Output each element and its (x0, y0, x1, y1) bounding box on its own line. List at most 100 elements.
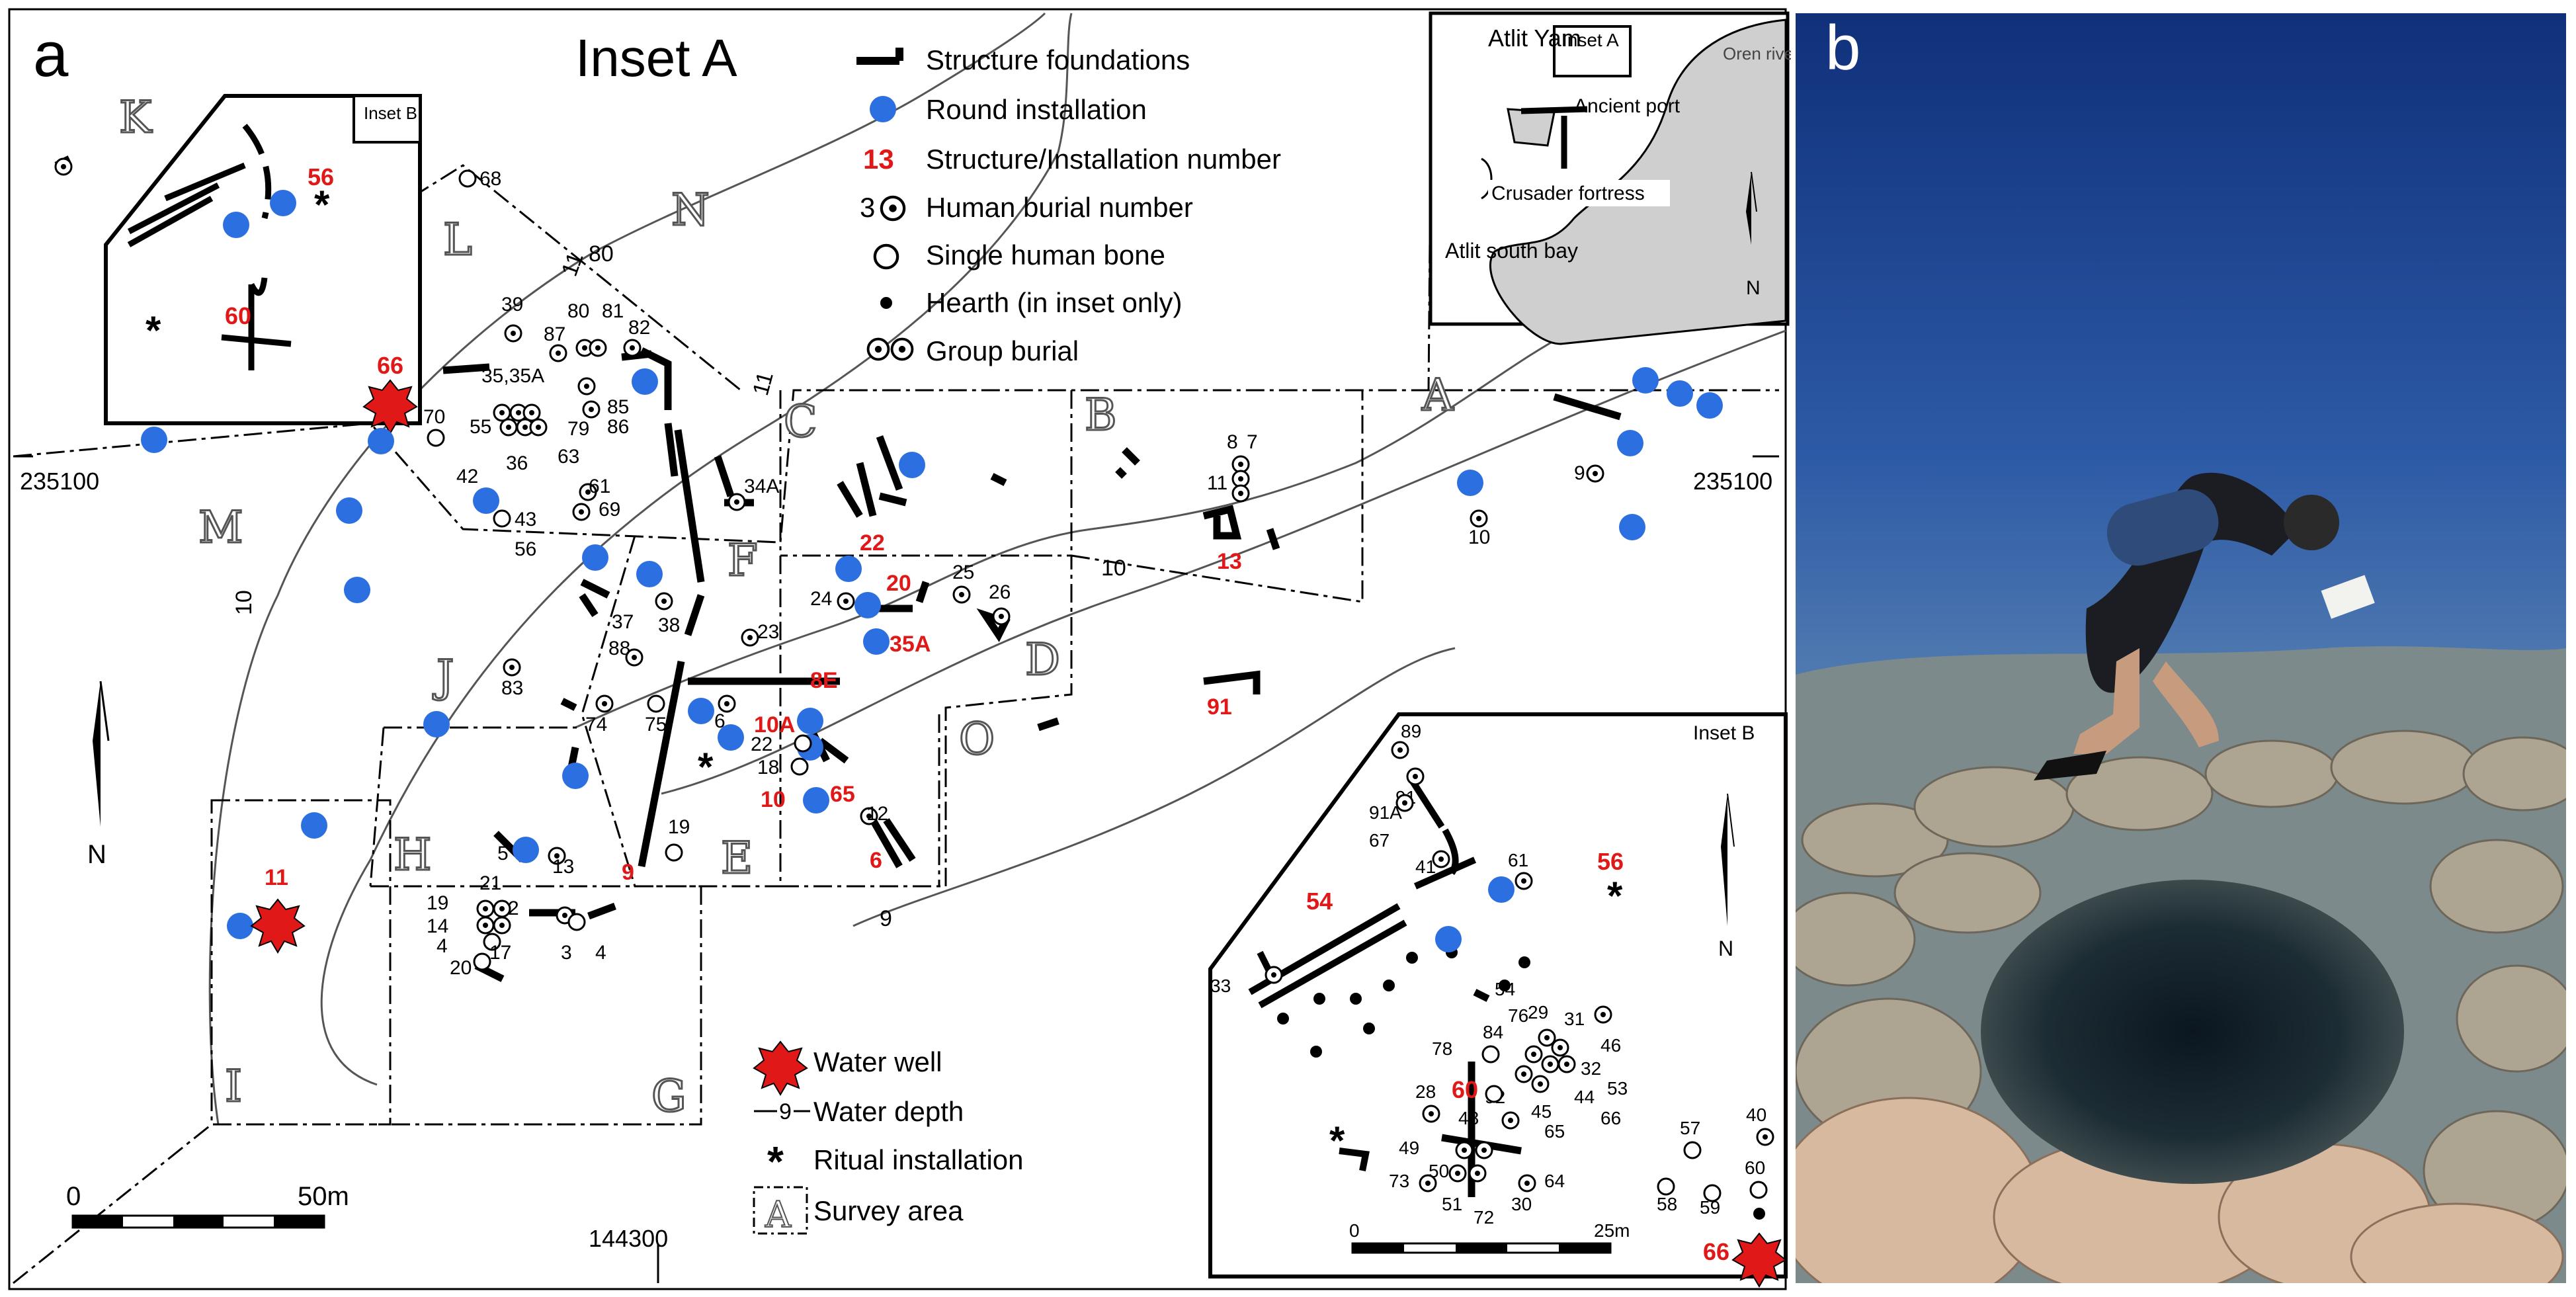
svg-text:10A: 10A (754, 712, 795, 737)
svg-text:56: 56 (1597, 848, 1624, 875)
svg-text:Single human bone: Single human bone (926, 239, 1165, 271)
svg-text:88: 88 (608, 638, 630, 659)
area-M: M (198, 502, 243, 553)
svg-text:30: 30 (1511, 1194, 1532, 1214)
svg-text:80: 80 (567, 300, 589, 322)
svg-text:*: * (1329, 1118, 1345, 1163)
svg-text:74: 74 (585, 714, 607, 735)
svg-text:Ancient port: Ancient port (1574, 95, 1681, 117)
svg-text:8: 8 (1227, 431, 1238, 453)
svg-text:36: 36 (506, 452, 528, 474)
svg-text:79: 79 (567, 418, 589, 440)
svg-text:67: 67 (1369, 830, 1390, 851)
svg-text:*: * (314, 183, 330, 227)
svg-text:Human burial number: Human burial number (926, 192, 1193, 223)
well-11 (250, 898, 306, 954)
lower-legend: Water well 9 Water depth * Ritual instal… (753, 1040, 1024, 1236)
round-installations (141, 367, 1723, 939)
area-H: H (394, 829, 432, 880)
ritual-installation-main: * (698, 745, 714, 789)
legend-bone-symbol (875, 245, 897, 268)
svg-text:73: 73 (1389, 1171, 1409, 1191)
area-C: C (784, 396, 817, 447)
structure-numbers: 13 22 20 35A 8E 91 10A 10 65 6 9 11 (265, 530, 1242, 890)
svg-text:78: 78 (1432, 1038, 1452, 1059)
area-K: K (119, 92, 153, 143)
scale-bar-a: 0 50m (66, 1182, 349, 1229)
svg-text:66: 66 (1703, 1238, 1729, 1265)
svg-text:43: 43 (515, 509, 536, 530)
svg-text:49: 49 (1399, 1138, 1419, 1158)
svg-text:83: 83 (501, 677, 523, 699)
svg-text:32: 32 (1581, 1058, 1601, 1079)
svg-text:144300: 144300 (589, 1225, 668, 1252)
structure-foundations (54, 155, 1622, 982)
svg-text:Structure foundations: Structure foundations (926, 44, 1190, 75)
svg-text:60: 60 (1745, 1157, 1765, 1178)
svg-text:13: 13 (552, 856, 574, 878)
svg-text:3: 3 (561, 942, 572, 964)
svg-text:Survey area: Survey area (813, 1195, 964, 1226)
svg-text:10: 10 (761, 787, 786, 812)
svg-text:58: 58 (1657, 1194, 1677, 1214)
svg-text:66: 66 (377, 352, 403, 379)
svg-text:24: 24 (810, 588, 832, 610)
svg-text:35,35A: 35,35A (481, 365, 544, 387)
svg-text:14: 14 (427, 915, 448, 937)
svg-text:Hearth (in inset only): Hearth (in inset only) (926, 287, 1183, 318)
svg-text:29: 29 (1528, 1002, 1548, 1023)
svg-text:37: 37 (612, 611, 634, 633)
area-D: D (1025, 634, 1060, 685)
svg-text:21: 21 (479, 872, 501, 894)
svg-text:11: 11 (265, 865, 288, 890)
svg-text:235100: 235100 (20, 468, 99, 495)
inset-a-title: Inset A (575, 28, 737, 87)
area-I: I (225, 1061, 242, 1112)
svg-text:31: 31 (1564, 1009, 1585, 1029)
legend-ritual-symbol: * (767, 1138, 784, 1185)
panel-a-letter: a (33, 19, 69, 90)
legend-hearth-symbol (880, 297, 892, 309)
burial-numbers: 68 39 80 81 87 82 35,35A 70 55 42 36 63 … (423, 168, 1585, 979)
svg-text:60: 60 (1452, 1076, 1478, 1103)
svg-text:22: 22 (751, 733, 772, 755)
svg-text:Inset B: Inset B (1693, 722, 1755, 744)
area-N: N (671, 185, 710, 235)
svg-text:6: 6 (714, 710, 726, 732)
svg-text:10: 10 (1101, 556, 1126, 581)
svg-text:63: 63 (558, 446, 579, 468)
svg-text:12: 12 (866, 803, 888, 825)
svg-text:20: 20 (450, 957, 472, 979)
svg-text:13: 13 (863, 144, 894, 175)
area-F: F (727, 535, 758, 586)
svg-text:89: 89 (1401, 721, 1421, 741)
svg-text:68: 68 (479, 168, 501, 190)
svg-text:33: 33 (1210, 976, 1231, 996)
svg-text:Group burial: Group burial (926, 335, 1079, 366)
svg-text:23: 23 (757, 621, 779, 643)
location-inset: Inset A Atlit Yam Oren river Ancient por… (1429, 11, 1791, 345)
svg-text:N: N (87, 840, 106, 869)
survey-area-letters: A B C D E F G H I J K L M N O (118, 91, 1456, 1123)
area-E: E (721, 833, 753, 884)
svg-text:56: 56 (515, 538, 536, 560)
svg-text:20: 20 (886, 571, 911, 596)
svg-text:66: 66 (1600, 1108, 1621, 1128)
svg-text:0: 0 (1349, 1220, 1360, 1241)
svg-text:64: 64 (1544, 1171, 1565, 1191)
svg-text:17: 17 (489, 942, 511, 964)
svg-text:A: A (765, 1194, 792, 1235)
svg-text:50m: 50m (298, 1182, 349, 1211)
svg-text:N: N (1718, 937, 1733, 960)
svg-text:70: 70 (423, 406, 445, 428)
svg-text:235100: 235100 (1693, 468, 1772, 495)
svg-text:86: 86 (607, 416, 629, 438)
svg-text:85: 85 (607, 396, 629, 418)
grid-labels: 235100 235100 144300 (20, 468, 1772, 1252)
svg-text:91: 91 (1207, 694, 1232, 720)
svg-text:40: 40 (1746, 1105, 1766, 1125)
svg-text:Ritual installation: Ritual installation (813, 1144, 1024, 1175)
svg-text:26: 26 (989, 581, 1011, 603)
svg-text:8E: 8E (810, 668, 838, 693)
svg-text:18: 18 (757, 757, 779, 778)
